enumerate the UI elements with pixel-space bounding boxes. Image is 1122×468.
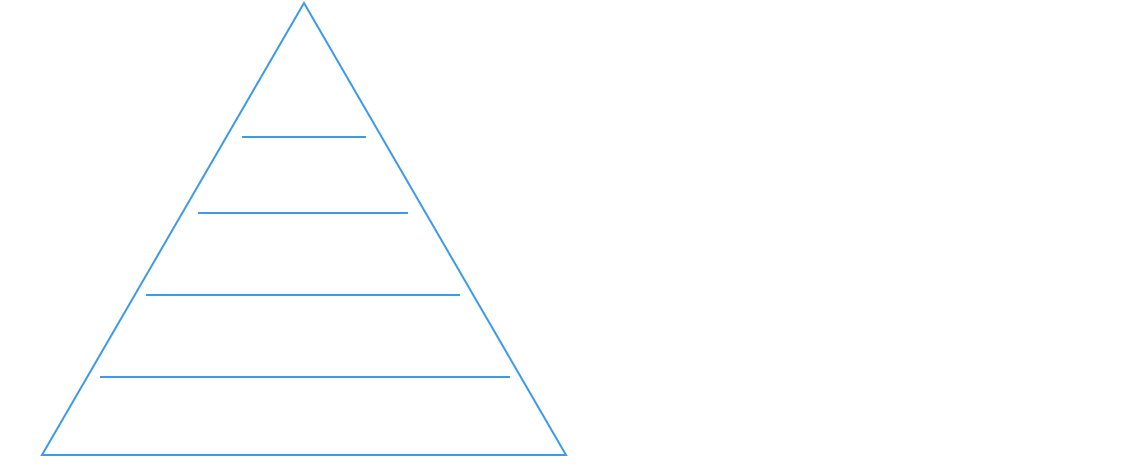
pyramid-outline [40,1,568,456]
pyramid [40,1,568,456]
